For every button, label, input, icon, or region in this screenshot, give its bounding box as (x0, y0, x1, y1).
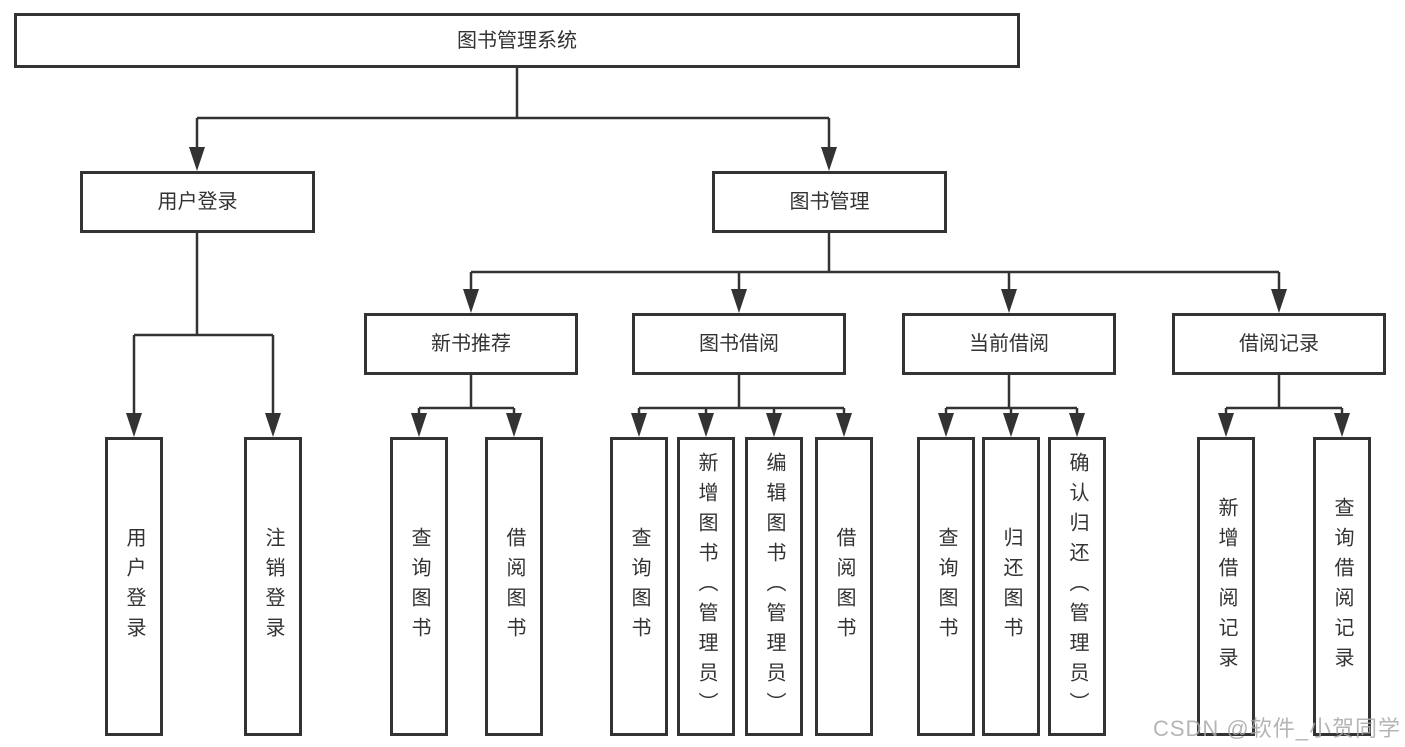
csdn-watermark: CSDN @软件_小贺同学 (1152, 716, 1401, 741)
leaf-borrowing-add-books-admin: 新增图书（管理员） (677, 437, 735, 736)
node-current-borrowing: 当前借阅 (902, 313, 1116, 375)
leaf-user-login: 用户登录 (105, 437, 163, 736)
leaf-logout: 注销登录 (244, 437, 302, 736)
leaf-borrowing-edit-books-admin: 编辑图书（管理员） (745, 437, 803, 736)
node-borrowing-records: 借阅记录 (1172, 313, 1386, 375)
leaf-borrowing-borrow-books: 借阅图书 (815, 437, 873, 736)
leaf-records-query-record: 查询借阅记录 (1313, 437, 1371, 736)
leaf-current-query-books: 查询图书 (917, 437, 975, 736)
leaf-newbooks-borrow-books: 借阅图书 (485, 437, 543, 736)
leaf-current-confirm-return-admin: 确认归还（管理员） (1048, 437, 1106, 736)
node-user-login: 用户登录 (80, 171, 315, 233)
node-book-management: 图书管理 (712, 171, 947, 233)
connector-arrowheads (126, 147, 1350, 437)
leaf-newbooks-query-books: 查询图书 (390, 437, 448, 736)
node-book-borrowing: 图书借阅 (632, 313, 846, 375)
leaf-records-add-record: 新增借阅记录 (1197, 437, 1255, 736)
node-new-book-recommend: 新书推荐 (364, 313, 578, 375)
leaf-current-return-books: 归还图书 (982, 437, 1040, 736)
leaf-borrowing-query-books: 查询图书 (610, 437, 668, 736)
node-root-system: 图书管理系统 (14, 13, 1020, 68)
